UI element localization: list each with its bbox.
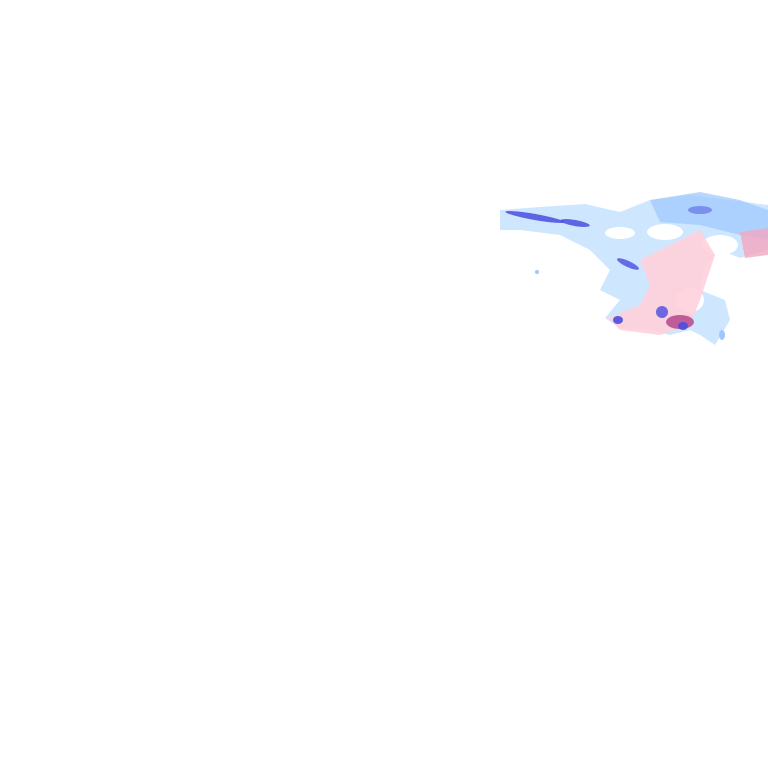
- isolated-echo: [535, 270, 539, 274]
- clear-gap: [647, 224, 683, 240]
- heavy-rain-cell: [656, 306, 668, 318]
- moderate-mix-area: [740, 228, 768, 258]
- heavy-rain-band: [688, 206, 712, 214]
- moderate-rain-area: [650, 192, 768, 240]
- light-mix-area: [608, 230, 715, 335]
- heavy-rain-cell: [613, 316, 623, 324]
- heavy-rain-band: [617, 258, 639, 270]
- heavy-rain-cell: [678, 322, 688, 330]
- heavy-rain-band: [505, 211, 565, 223]
- isolated-echo: [719, 330, 725, 340]
- heavy-rain-band: [560, 219, 590, 227]
- clear-gap: [605, 227, 635, 239]
